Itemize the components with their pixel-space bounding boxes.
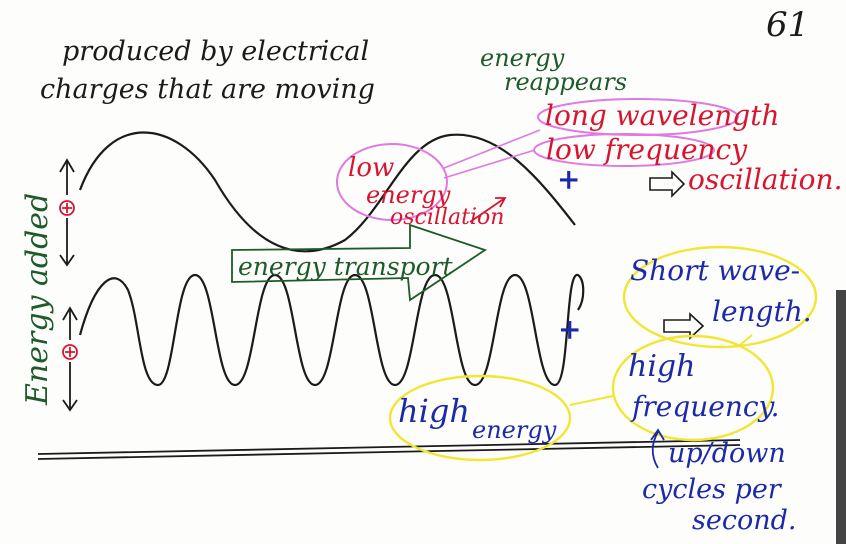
charge-circle-lower: [62, 344, 78, 360]
plus-lower: +: [558, 313, 582, 346]
charge-circle-upper: [59, 200, 75, 216]
low-frequency-label: low frequency: [546, 133, 748, 166]
red-arrow: [469, 197, 507, 223]
oscillation-label: oscillation.: [688, 163, 843, 196]
plus-upper: +: [557, 163, 581, 196]
blue-arrow: [650, 428, 665, 469]
high-frequency-label-2: frequency.: [632, 390, 780, 423]
short-wavelength-label-1: Short wave-: [630, 254, 801, 287]
charge-plus-lower: [65, 347, 75, 357]
energy-reappears-line-1: energy: [480, 44, 565, 72]
energy-transport-arrow: [231, 223, 488, 302]
second-label: second.: [692, 505, 797, 536]
baseline-line-2: [37, 444, 741, 460]
hollow-arrow-upper: [649, 170, 686, 198]
low-energy-label-1: low: [348, 153, 395, 183]
low-energy-highlight: [336, 143, 448, 221]
side-label-energy-added: Energy added: [20, 192, 55, 405]
high-frequency-highlight: [611, 334, 775, 442]
page-number: 61: [766, 5, 810, 45]
charge-arrows-upper: [59, 158, 75, 267]
long-wavelength-wave: [78, 131, 576, 253]
high-energy-highlight: [388, 374, 572, 462]
intro-line-1: produced by electrical: [62, 36, 370, 67]
short-wavelength-label-2: length.: [712, 295, 812, 328]
baseline-line-1: [37, 439, 741, 455]
long-wavelength-label: long wavelength: [545, 99, 780, 132]
hollow-arrow-lower: [663, 312, 705, 340]
high-energy-label-1: high: [398, 392, 470, 430]
energy-reappears-line-2: reappears: [504, 68, 628, 96]
low-energy-label-3: oscillation: [390, 205, 505, 230]
cycles-per-label: cycles per: [642, 474, 781, 505]
intro-line-2: charges that are moving: [40, 74, 375, 105]
up-down-label: up/down: [668, 438, 786, 469]
charge-plus-upper: [62, 203, 72, 213]
low-energy-label-2: energy: [366, 181, 451, 209]
scan-edge: [836, 290, 846, 544]
high-frequency-label-1: high: [628, 349, 696, 384]
yellow-connector: [569, 334, 753, 406]
magenta-connector: [443, 129, 541, 179]
charge-arrows-lower: [62, 306, 78, 412]
short-wavelength-wave: [78, 273, 585, 387]
short-wavelength-highlight: [622, 245, 818, 349]
high-energy-label-2: energy: [472, 416, 557, 444]
energy-transport-label: energy transport: [238, 252, 453, 281]
